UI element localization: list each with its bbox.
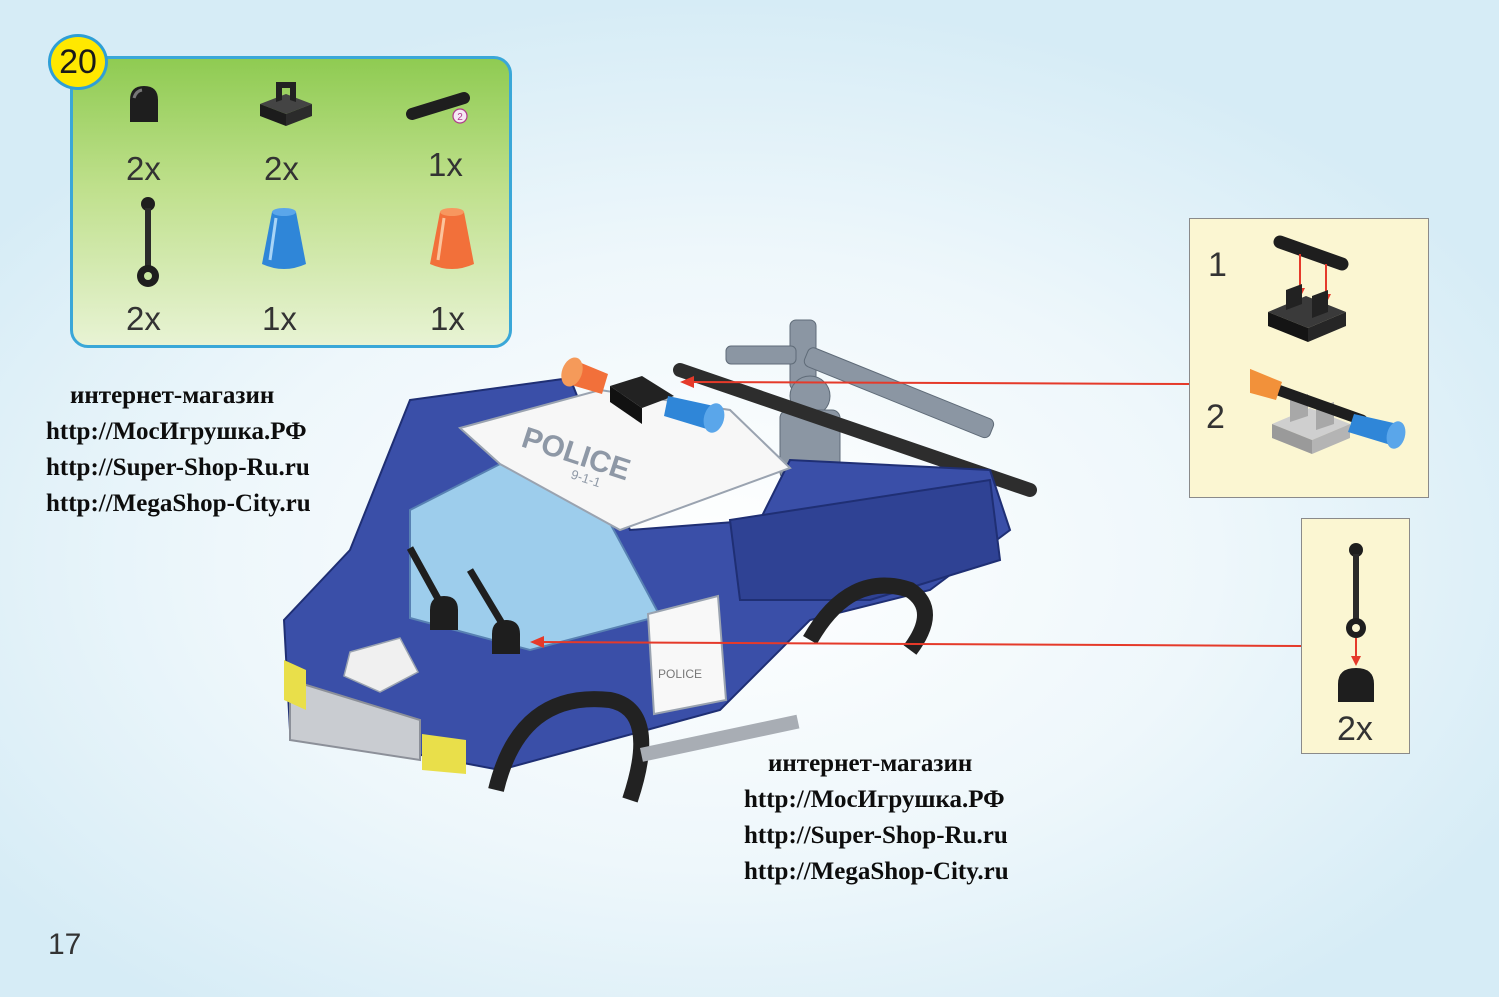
watermark-link[interactable]: http://МосИгрушка.РФ — [744, 786, 1005, 813]
page-number: 17 — [48, 928, 82, 961]
part-qty: 1x — [262, 300, 297, 337]
part-qty: 1x — [428, 146, 463, 183]
watermark-link[interactable]: http://MegaShop-City.ru — [46, 490, 311, 517]
step-number: 20 — [59, 42, 97, 81]
round-brick-black-icon — [130, 86, 158, 122]
part-size-marker: 2 — [457, 112, 463, 123]
watermark-title: интернет-магазин — [768, 750, 973, 777]
watermark-link[interactable]: http://Super-Shop-Ru.ru — [744, 822, 1008, 849]
police-car-illustration: POLICE 9-1-1 POLICE — [282, 319, 1037, 803]
part-qty: 2x — [264, 150, 299, 187]
subassembly-qty: 2x — [1337, 710, 1373, 748]
subassembly-step-2: 2 — [1206, 398, 1225, 436]
bar-black-icon: 2 — [406, 92, 470, 124]
door-police-text: POLICE — [658, 667, 702, 681]
watermark-link[interactable]: http://MegaShop-City.ru — [744, 858, 1009, 885]
part-qty: 2x — [126, 300, 161, 337]
cone-blue-icon — [262, 208, 306, 269]
light-bar-assembly-icon — [1250, 235, 1406, 454]
watermark-left: интернет-магазин http://МосИгрушка.РФ ht… — [46, 378, 311, 522]
clip-plate-black-icon — [260, 82, 312, 126]
watermark-title: интернет-магазин — [70, 382, 275, 409]
watermark-link[interactable]: http://МосИгрушка.РФ — [46, 418, 307, 445]
cone-orange-icon — [430, 208, 474, 269]
part-qty: 2x — [126, 150, 161, 187]
antenna-assembly-icon — [1338, 543, 1374, 702]
watermark-link[interactable]: http://Super-Shop-Ru.ru — [46, 454, 310, 481]
antenna-black-icon — [137, 197, 159, 287]
part-qty: 1x — [430, 300, 465, 337]
step-number-badge: 20 — [48, 34, 108, 90]
subassembly-step-1: 1 — [1208, 246, 1227, 284]
watermark-right: интернет-магазин http://МосИгрушка.РФ ht… — [744, 746, 1009, 890]
